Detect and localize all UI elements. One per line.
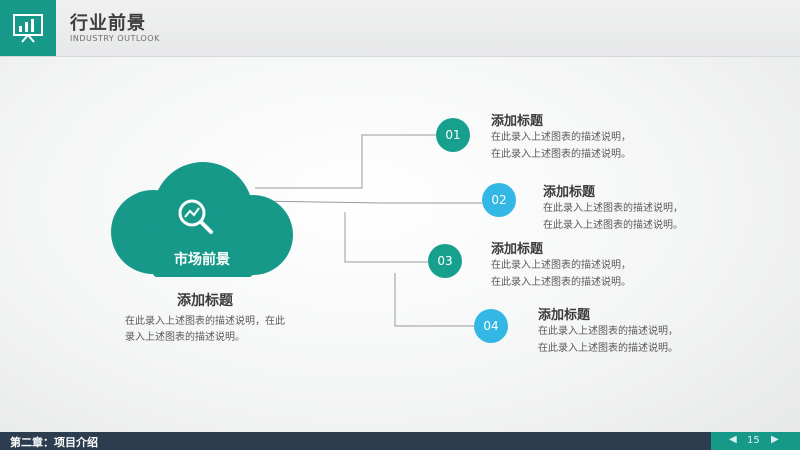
step-title-04: 添加标题 bbox=[538, 308, 591, 323]
magnifier-trend-icon bbox=[178, 199, 213, 234]
step-circle-02: 02 bbox=[482, 183, 516, 217]
connector-01 bbox=[255, 134, 436, 189]
center-title: 添加标题 bbox=[177, 293, 233, 309]
step-desc-01-line2: 在此录入上述图表的描述说明。 bbox=[491, 149, 631, 160]
page-navigator: ◀ 15 ▶ bbox=[711, 432, 800, 450]
step-circle-03: 03 bbox=[428, 244, 462, 278]
step-title-01: 添加标题 bbox=[491, 114, 544, 129]
page-number: 15 bbox=[747, 435, 760, 446]
step-desc-02-line1: 在此录入上述图表的描述说明， bbox=[543, 203, 683, 214]
center-description: 在此录入上述图表的描述说明，在此录入上述图表的描述说明。 bbox=[125, 316, 285, 343]
step-circle-01: 01 bbox=[436, 118, 470, 152]
step-title-02: 添加标题 bbox=[543, 185, 596, 200]
page-title: 行业前景 bbox=[70, 13, 146, 34]
step-desc-02-line2: 在此录入上述图表的描述说明。 bbox=[543, 220, 683, 231]
triangle-right-icon[interactable]: ▶ bbox=[771, 434, 779, 445]
step-desc-04-line2: 在此录入上述图表的描述说明。 bbox=[538, 343, 678, 354]
market-cloud bbox=[111, 162, 293, 277]
triangle-left-icon[interactable]: ◀ bbox=[729, 434, 737, 445]
step-title-03: 添加标题 bbox=[491, 242, 544, 257]
connector-04 bbox=[394, 273, 474, 327]
step-desc-03-line1: 在此录入上述图表的描述说明， bbox=[491, 260, 631, 271]
step-circle-04: 04 bbox=[474, 309, 508, 343]
step-desc-04-line1: 在此录入上述图表的描述说明， bbox=[538, 326, 678, 337]
header-bar: 行业前景 INDUSTRY OUTLOOK bbox=[0, 0, 800, 57]
page-subtitle: INDUSTRY OUTLOOK bbox=[70, 34, 160, 43]
footer-bar: 第二章：项目介绍 bbox=[0, 432, 800, 450]
step-desc-01-line1: 在此录入上述图表的描述说明， bbox=[491, 132, 631, 143]
cloud-label: 市场前景 bbox=[174, 252, 230, 268]
presentation-chart-icon bbox=[13, 14, 43, 43]
step-desc-03-line2: 在此录入上述图表的描述说明。 bbox=[491, 277, 631, 288]
connector-03 bbox=[344, 212, 428, 263]
connector-main bbox=[254, 200, 386, 204]
chapter-label: 第二章：项目介绍 bbox=[10, 436, 98, 449]
header-logo bbox=[0, 0, 56, 56]
